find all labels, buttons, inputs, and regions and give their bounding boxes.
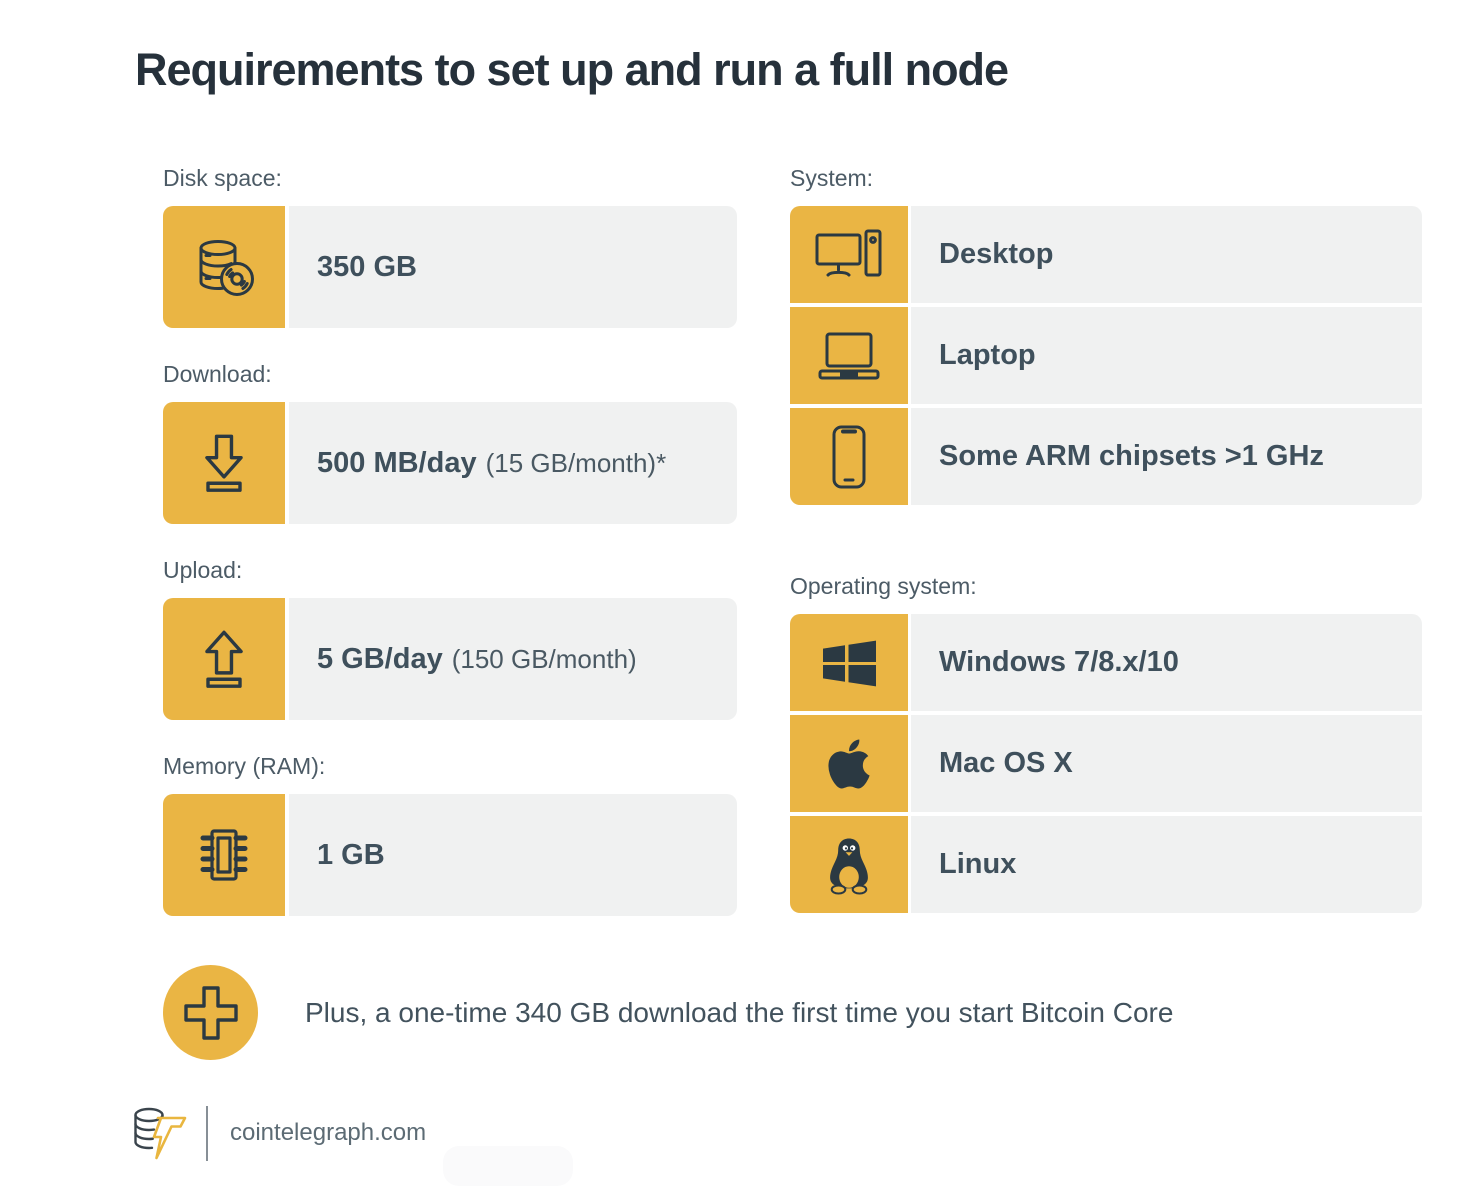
desktop-icon [790,206,908,303]
os-linux-panel: Linux [911,816,1422,913]
ram-chip-icon [163,794,285,916]
os-linux-value: Linux [939,848,1017,880]
requirements-left-column: Disk space: 350 [163,165,737,949]
memory-value: 1 GB [317,838,385,871]
footer-divider [206,1105,208,1161]
footer: cointelegraph.com [128,1104,426,1162]
system-label: System: [790,165,874,191]
system-row-laptop: Laptop [790,307,1422,404]
footnote: Plus, a one-time 340 GB download the fir… [163,965,1173,1060]
download-row: 500 MB/day (15 GB/month)* [163,402,737,524]
upload-icon [163,598,285,720]
disk-space-row: 350 GB [163,206,737,328]
disk-space-value-panel: 350 GB [289,206,737,328]
disk-space-label: Disk space: [163,165,282,191]
requirements-right-column: System: Desktop [790,165,1422,981]
system-row-desktop: Desktop [790,206,1422,303]
plus-icon [163,965,258,1060]
cointelegraph-coin-bolt-logo [128,1104,190,1162]
os-mac-value: Mac OS X [939,747,1073,779]
os-row-linux: Linux [790,816,1422,913]
os-windows-value: Windows 7/8.x/10 [939,646,1179,678]
download-value: 500 MB/day [317,446,477,479]
memory-label: Memory (RAM): [163,753,326,779]
upload-value-panel: 5 GB/day (150 GB/month) [289,598,737,720]
smartphone-icon [790,408,908,505]
system-group: System: Desktop [790,165,1422,505]
apple-icon [790,715,908,812]
system-desktop-panel: Desktop [911,206,1422,303]
operating-system-label: Operating system: [790,573,977,599]
upload-row: 5 GB/day (150 GB/month) [163,598,737,720]
operating-system-group: Operating system: Windows 7/8.x/10 [790,573,1422,913]
download-icon [163,402,285,524]
system-arm-value: Some ARM chipsets >1 GHz [939,440,1324,472]
disk-space-section: Disk space: 350 [163,165,737,328]
upload-section: Upload: 5 GB/day (150 GB/month) [163,557,737,720]
footnote-text: Plus, a one-time 340 GB download the fir… [305,996,1174,1028]
memory-row: 1 GB [163,794,737,916]
download-section: Download: 500 MB/day (15 GB/month)* [163,361,737,524]
disk-database-icon [163,206,285,328]
upload-value-note: (150 GB/month) [451,643,637,674]
os-windows-panel: Windows 7/8.x/10 [911,614,1422,711]
memory-section: Memory (RAM): 1 GB [163,753,737,916]
footer-site-text: cointelegraph.com [230,1119,427,1146]
system-laptop-value: Laptop [939,339,1036,371]
linux-tux-icon [790,816,908,913]
system-arm-panel: Some ARM chipsets >1 GHz [911,408,1422,505]
page-title: Requirements to set up and run a full no… [135,44,1009,95]
os-row-windows: Windows 7/8.x/10 [790,614,1422,711]
upload-label: Upload: [163,557,243,583]
system-desktop-value: Desktop [939,238,1054,270]
memory-value-panel: 1 GB [289,794,737,916]
download-label: Download: [163,361,272,387]
faded-background-artifact [443,1146,573,1186]
windows-icon [790,614,908,711]
disk-space-value: 350 GB [317,250,417,283]
laptop-icon [790,307,908,404]
upload-value: 5 GB/day [317,642,443,675]
system-laptop-panel: Laptop [911,307,1422,404]
os-row-mac: Mac OS X [790,715,1422,812]
os-mac-panel: Mac OS X [911,715,1422,812]
download-value-panel: 500 MB/day (15 GB/month)* [289,402,737,524]
system-row-arm: Some ARM chipsets >1 GHz [790,408,1422,505]
download-value-note: (15 GB/month)* [485,447,667,478]
